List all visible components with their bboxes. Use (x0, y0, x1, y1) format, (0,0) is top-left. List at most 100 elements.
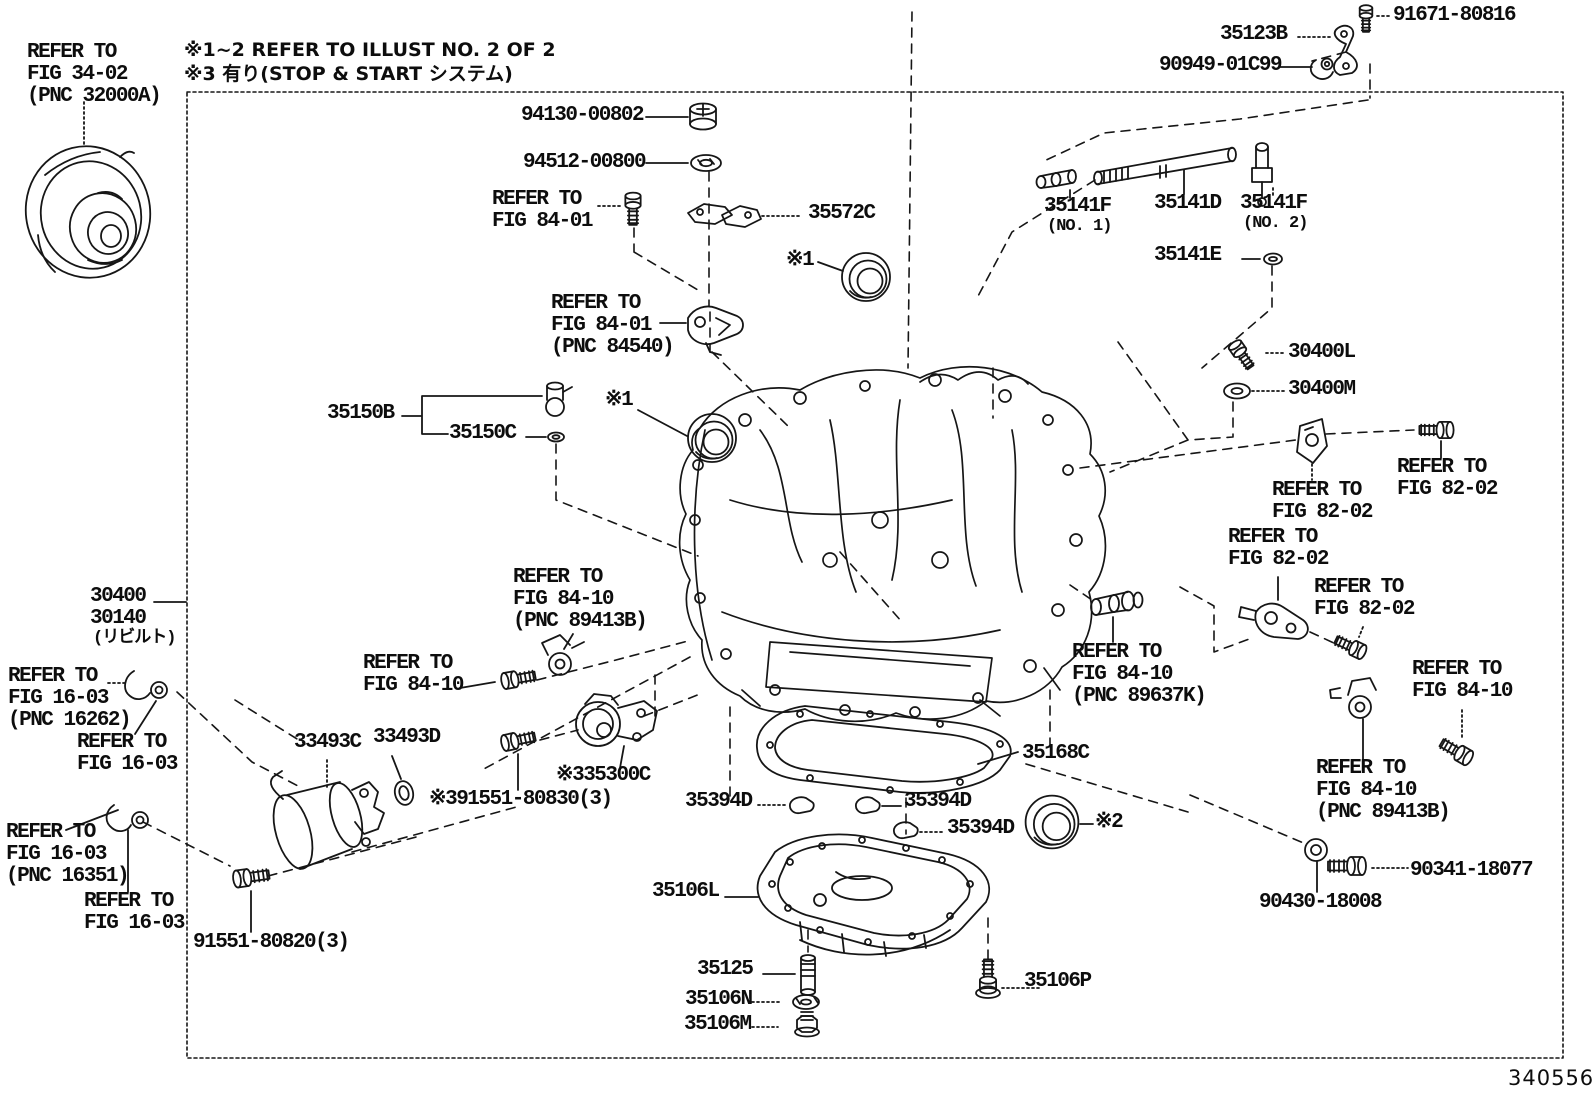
callout-line: 35141F (1240, 192, 1308, 215)
note-star1-2: ※1~2 REFER TO ILLUST NO. 2 OF 2 (184, 39, 556, 61)
plug-fig84-10-89637k (1091, 592, 1143, 643)
callout-p90341: 90341-18077 (1410, 859, 1534, 882)
clamp-pnc16351 (66, 805, 148, 892)
diagram-frame (187, 92, 1563, 1058)
oil-seal-star1-top (818, 252, 891, 302)
sensor-fig84-10-89413b-right (1330, 678, 1376, 760)
callout-line: FIG 84-10 (1072, 663, 1173, 686)
callout-line: ※1 (786, 249, 815, 272)
callout-line: FIG 84-10 (1412, 680, 1513, 703)
callout-line: 90430-18008 (1259, 891, 1383, 914)
callout-line: 35141D (1154, 192, 1222, 215)
callout-p35394d-3: 35394D (947, 818, 1015, 840)
callout-p30400m: 30400M (1288, 378, 1356, 401)
callout-line: FIG 84-10 (1316, 779, 1417, 802)
pump-35300c (576, 694, 657, 768)
oil-cooler-33493c (266, 760, 384, 873)
bolt-fig84-10-left (460, 666, 538, 691)
transaxle-housing (680, 367, 1106, 722)
bracket-35572c (688, 204, 802, 227)
callout-line: 33493C (294, 731, 362, 754)
callout-line: 35106N (685, 988, 753, 1011)
pan-gasket-35168c (757, 706, 1018, 793)
callout-line: REFER TO (513, 566, 603, 589)
washer-35106n (752, 995, 819, 1009)
callout-line: FIG 84-01 (492, 210, 593, 233)
callout-line: FIG 34-02 (27, 63, 128, 86)
callout-line: (NO. 2) (1243, 214, 1308, 233)
figure-number: 340556 (1508, 1066, 1592, 1090)
callout-line: REFER TO (1316, 757, 1406, 780)
washer-94512 (646, 155, 721, 171)
callout-p35572c: 35572C (808, 202, 876, 225)
callout-line: 35394D (904, 790, 972, 813)
bolt-91671 (1359, 4, 1391, 33)
callout-p91551-80830: ※391551-80830(3) (429, 789, 613, 811)
callout-line: FIG 84-01 (551, 314, 652, 337)
callout-p35106n: 35106N (685, 988, 753, 1011)
callout-line: REFER TO (1412, 658, 1502, 681)
callout-line: ※2 (1095, 811, 1124, 834)
bracket-fig82-02-a (1297, 419, 1327, 480)
callout-p90949: 90949-01C99 (1159, 55, 1283, 77)
callout-p35141d: 35141D (1154, 192, 1222, 215)
callout-line: 35572C (808, 202, 876, 225)
callout-line: (PNC 16351) (6, 865, 130, 888)
callout-p35123b: 35123B (1220, 24, 1288, 46)
callout-p35300c: ※335300C (556, 764, 651, 787)
callout-line: FIG 82-02 (1228, 548, 1329, 571)
callout-p35125: 35125 (697, 959, 754, 981)
callout-line: REFER TO (6, 821, 96, 844)
callout-line: FIG 16-03 (84, 912, 185, 935)
plug-30400l (1226, 337, 1286, 373)
callout-p35141f-no2: 35141F(NO. 2) (1240, 192, 1308, 233)
torque-converter-drawing (12, 102, 164, 291)
callout-line: REFER TO (77, 731, 167, 754)
callout-line: FIG 16-03 (77, 753, 178, 776)
callout-line: 35141E (1154, 244, 1222, 267)
union-35125 (763, 955, 815, 995)
callout-p35141f-no1: 35141F(NO. 1) (1044, 196, 1112, 236)
bolt-fig82-02-b (1418, 421, 1455, 458)
washer-90430 (1305, 839, 1327, 892)
callout-line: (PNC 84540) (551, 336, 675, 359)
callout-line: 91551-80820(3) (193, 931, 350, 954)
callout-p35106p: 35106P (1024, 971, 1092, 993)
callout-line: 33493D (373, 726, 441, 749)
callout-line: REFER TO (1314, 576, 1404, 599)
callout-line: FIG 16-03 (8, 687, 109, 710)
callout-line: 35106M (684, 1013, 752, 1036)
callout-line: (リビルト) (93, 629, 176, 648)
oring-35141e (1242, 254, 1282, 265)
callout-line: FIG 16-03 (6, 843, 107, 866)
callout-line: 90341-18077 (1410, 859, 1534, 882)
callout-line: (NO. 1) (1047, 217, 1112, 236)
callout-line: 30400M (1288, 378, 1356, 401)
bolt-35106p (976, 958, 1040, 998)
callout-line: ※335300C (556, 764, 651, 787)
sensor-35150b (402, 383, 572, 442)
callout-line: 94512-00800 (523, 151, 647, 174)
callout-line: REFER TO (492, 188, 582, 211)
callout-p35394d-2: 35394D (904, 790, 972, 813)
bolt-fig84-10-right (1436, 710, 1476, 768)
callout-line: REFER TO (1272, 479, 1362, 502)
callout-p91671: 91671-80816 (1393, 5, 1517, 27)
callout-line: (PNC 32000A) (27, 85, 162, 108)
clamp-pnc16262 (108, 671, 167, 734)
callout-p33493c: 33493C (294, 731, 362, 754)
callout-line: REFER TO (84, 890, 174, 913)
callout-p35141e: 35141E (1154, 244, 1222, 267)
bolt-fig82-02-d (1331, 627, 1370, 662)
callout-p94130: 94130-00802 (521, 105, 645, 127)
